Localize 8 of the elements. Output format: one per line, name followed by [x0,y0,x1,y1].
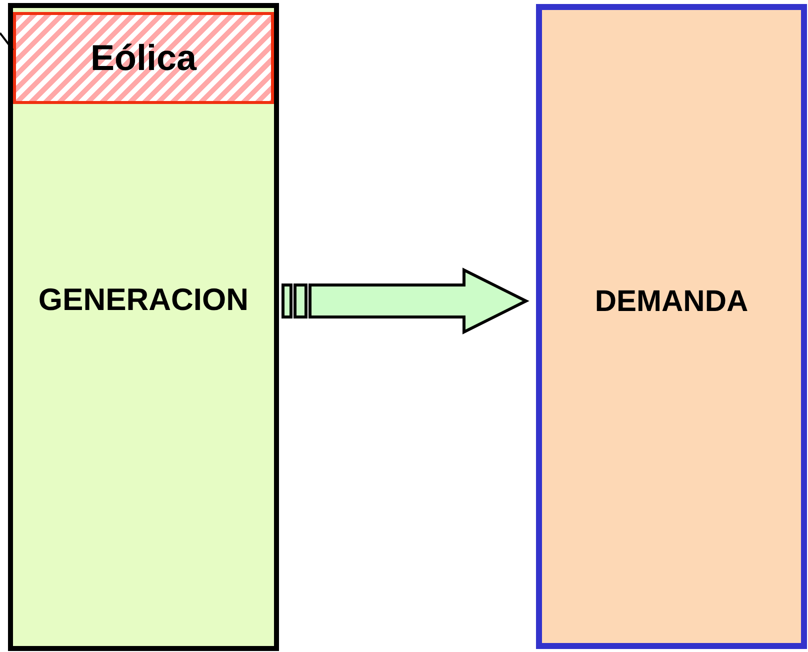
block-arrow [282,268,530,334]
leader-line [0,32,14,51]
block-box [8,3,279,651]
node-label: GENERACION [38,282,249,318]
label-box [13,12,274,104]
node-label: DEMANDA [594,284,748,318]
node-label: Eólica [90,37,197,79]
block-box [536,4,807,649]
